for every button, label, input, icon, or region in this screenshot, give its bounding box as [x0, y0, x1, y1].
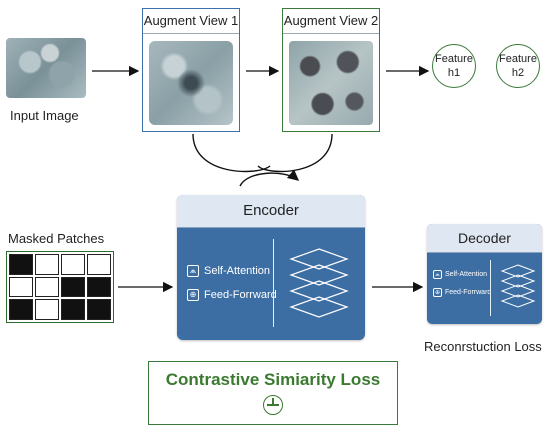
- masked-patch: [9, 254, 33, 275]
- curve-view2-down: [257, 133, 333, 173]
- visible-patch: [35, 254, 59, 275]
- feed-forward-icon: ⊕: [433, 288, 442, 297]
- decoder-divider: [490, 260, 491, 316]
- attention-icon: ⩕: [433, 270, 442, 279]
- feed-forward-icon: ⊕: [187, 289, 199, 301]
- feature-h1-line2: h1: [447, 67, 461, 79]
- encoder-divider: [273, 239, 274, 327]
- plus-circle-icon: [263, 395, 283, 415]
- augment-view-1-title: Augment View 1: [143, 9, 239, 34]
- encoder-self-attention-label: Self-Attention: [204, 265, 271, 277]
- encoder-row-self-attention: ⩕ Self-Attention: [187, 265, 270, 277]
- input-image: [6, 38, 86, 98]
- decoder-block: Decoder ⩕ Self-Attention ⊕ Feed-Forrward: [427, 224, 542, 324]
- arrow-to-encoder: [239, 169, 300, 187]
- visible-patch: [9, 276, 33, 298]
- augment-view-2: Augment View 2: [282, 8, 380, 132]
- feature-h2-line1: Feature: [499, 53, 537, 65]
- augment-view-2-title: Augment View 2: [283, 9, 379, 34]
- masked-patch: [61, 299, 85, 320]
- feature-h2-node: Feature h2: [496, 44, 540, 88]
- feature-h1-line1: Feature: [435, 53, 473, 65]
- decoder-title: Decoder: [427, 224, 542, 253]
- augment-view-2-image: [289, 41, 373, 125]
- visible-patch: [61, 254, 85, 275]
- contrastive-loss-title: Contrastive Simiarity Loss: [165, 370, 381, 389]
- visible-patch: [35, 276, 59, 298]
- feature-h2-line2: h2: [511, 67, 525, 79]
- augment-view-1-image: [149, 41, 233, 125]
- encoder-feed-forward-label: Feed-Forrward: [204, 289, 277, 301]
- masked-patch: [87, 299, 111, 320]
- masked-patches-label: Masked Patches: [8, 231, 105, 246]
- attention-icon: ⩕: [187, 265, 199, 277]
- visible-patch: [87, 254, 111, 275]
- masked-patch: [61, 276, 85, 298]
- input-image-label: Input Image: [10, 108, 79, 123]
- decoder-row-self-attention: ⩕ Self-Attention: [433, 270, 487, 279]
- decoder-self-attention-label: Self-Attention: [445, 271, 488, 278]
- feature-h1-node: Feature h1: [432, 44, 476, 88]
- reconstruction-loss-label: Reconrstuction Loss: [424, 339, 542, 354]
- encoder-block: Encoder ⩕ Self-Attention ⊕ Feed-Forrward: [177, 195, 365, 340]
- encoder-row-feed-forward: ⊕ Feed-Forrward: [187, 289, 277, 301]
- decoder-row-feed-forward: ⊕ Feed-Forrward: [433, 288, 491, 297]
- decoder-feed-forward-label: Feed-Forrward: [445, 289, 492, 296]
- masked-patch: [9, 299, 33, 320]
- layer-stack-icon: [289, 248, 349, 318]
- encoder-title: Encoder: [177, 195, 365, 228]
- layer-stack-icon: [500, 264, 536, 308]
- contrastive-loss-box: Contrastive Simiarity Loss: [148, 361, 398, 425]
- masked-patches-grid: [6, 251, 114, 323]
- masked-patch: [87, 276, 111, 298]
- augment-view-1: Augment View 1: [142, 8, 240, 132]
- visible-patch: [35, 299, 59, 320]
